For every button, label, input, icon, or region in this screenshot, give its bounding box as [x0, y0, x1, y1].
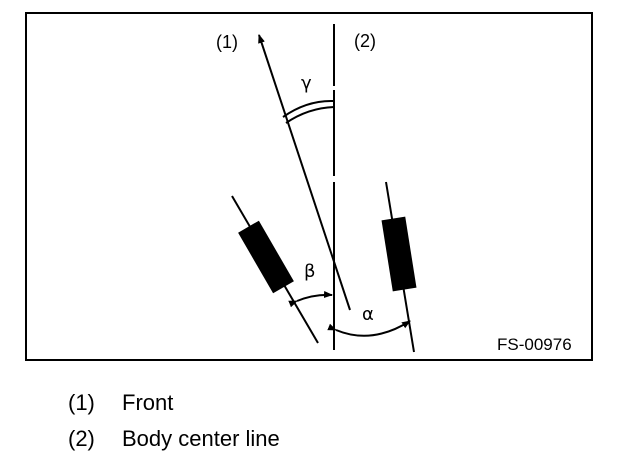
left-tire [238, 220, 294, 294]
beta-symbol: β [304, 261, 316, 282]
alpha-angle-arc [327, 320, 411, 337]
legend-item-center-line: (2) Body center line [68, 424, 280, 460]
beta-angle-arc [288, 291, 333, 308]
front-direction-arrow [258, 34, 351, 311]
gamma-symbol: γ [301, 73, 312, 94]
legend-text: Body center line [122, 426, 280, 451]
wheel-alignment-diagram: (1) (2) γ β α FS-00976 [25, 12, 593, 361]
gamma-angle-arc [282, 99, 335, 124]
label-center-line: (2) [354, 31, 376, 51]
legend-number: (2) [68, 426, 95, 451]
right-tire [381, 216, 417, 292]
alpha-symbol: α [362, 304, 374, 325]
figure-code: FS-00976 [497, 335, 572, 354]
legend-item-front: (1) Front [68, 388, 280, 424]
legend: (1) Front (2) Body center line [68, 388, 280, 460]
legend-number: (1) [68, 390, 95, 415]
label-front: (1) [216, 32, 238, 52]
legend-text: Front [122, 390, 174, 415]
